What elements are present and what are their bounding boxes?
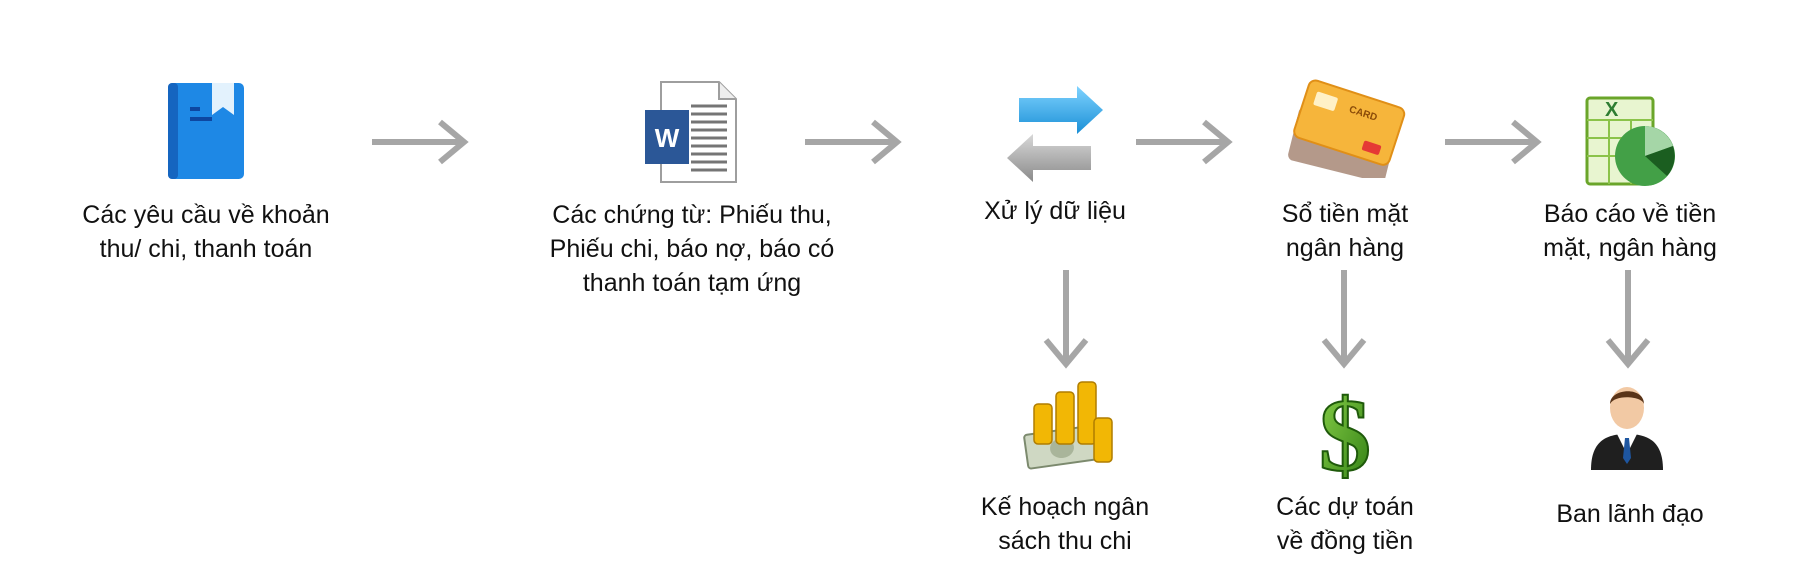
credit-cards-icon: CARD: [1288, 79, 1406, 178]
node-budget-line-1: Kế hoạch ngân: [980, 493, 1150, 521]
node-report-line-1: Báo cáo về tiền: [1543, 200, 1717, 228]
arrow-processing-to-budget: [1043, 270, 1089, 369]
dollar-sign-icon: $: [1318, 378, 1372, 482]
coins-money-icon: [1023, 381, 1113, 470]
arrow-cashbook-to-forecast: [1321, 270, 1367, 369]
book-icon: [168, 83, 244, 179]
businessman-icon: [1591, 387, 1663, 470]
node-documents-line-1: Các chứng từ: Phiếu thu,: [552, 201, 832, 229]
word-document-icon: W: [645, 81, 737, 183]
node-forecast-line-1: Các dự toán: [1276, 493, 1414, 521]
node-documents-line-2: Phiếu chi, báo nợ, báo có: [549, 235, 835, 263]
node-requests-line-1: Các yêu cầu về khoản: [82, 201, 330, 229]
svg-text:X: X: [1605, 99, 1619, 121]
node-requests-line-2: thu/ chi, thanh toán: [99, 235, 313, 263]
exchange-arrows-icon: [1007, 86, 1103, 182]
arrow-cashbook-to-report: [1445, 119, 1542, 165]
node-cashbook-line-2: ngân hàng: [1285, 234, 1405, 262]
arrow-documents-to-processing: [805, 119, 902, 165]
svg-text:$: $: [1319, 378, 1371, 482]
node-cashbook-line-1: Sổ tiền mặt: [1281, 200, 1409, 228]
spreadsheet-chart-icon: X: [1585, 96, 1675, 186]
node-processing-line-1: Xử lý dữ liệu: [984, 197, 1126, 225]
node-documents-line-3: thanh toán tạm ứng: [582, 269, 802, 297]
svg-text:W: W: [655, 123, 680, 153]
arrow-requests-to-documents: [372, 119, 469, 165]
node-report-line-2: mặt, ngân hàng: [1543, 234, 1717, 262]
node-forecast-line-2: về đồng tiền: [1276, 527, 1414, 555]
node-management-line-1: Ban lãnh đạo: [1556, 500, 1704, 528]
node-budget-line-2: sách thu chi: [998, 527, 1132, 555]
arrow-report-to-management: [1605, 270, 1651, 369]
arrow-processing-to-cashbook: [1136, 119, 1233, 165]
